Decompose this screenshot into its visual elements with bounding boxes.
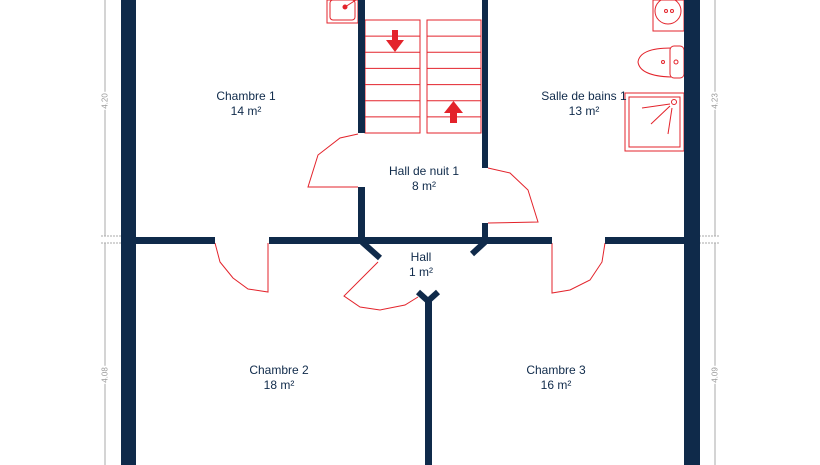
dimension-left-top: 4.20 [100, 92, 110, 110]
stair-up-arrow-icon [444, 101, 463, 123]
dimension-lines [101, 0, 719, 465]
dimension-right-top: 4.23 [710, 92, 720, 110]
room-name: Chambre 3 [526, 363, 586, 377]
bathroom-sink [652, 0, 685, 32]
room-area: 14 m² [230, 104, 262, 118]
room-name: Hall de nuit 1 [388, 164, 460, 178]
stairs [364, 19, 482, 134]
shower [624, 92, 685, 152]
kitchen-sink [326, 0, 359, 24]
wall-angles [360, 239, 488, 304]
room-area: 1 m² [409, 265, 433, 279]
room-name: Chambre 2 [249, 363, 309, 377]
doors [214, 133, 606, 311]
room-name: Salle de bains 1 [541, 89, 627, 103]
dimension-left-bottom: 4.08 [100, 366, 110, 384]
room-name: Hall [410, 250, 432, 264]
room-name: Chambre 1 [216, 89, 276, 103]
toilet [637, 45, 685, 79]
room-area: 13 m² [568, 104, 600, 118]
stair-down-arrow-icon [386, 30, 404, 52]
room-area: 8 m² [411, 179, 436, 193]
room-area: 18 m² [263, 378, 295, 392]
room-area: 16 m² [540, 378, 572, 392]
walls [121, 0, 700, 465]
dimension-right-bottom: 4.09 [710, 366, 720, 384]
